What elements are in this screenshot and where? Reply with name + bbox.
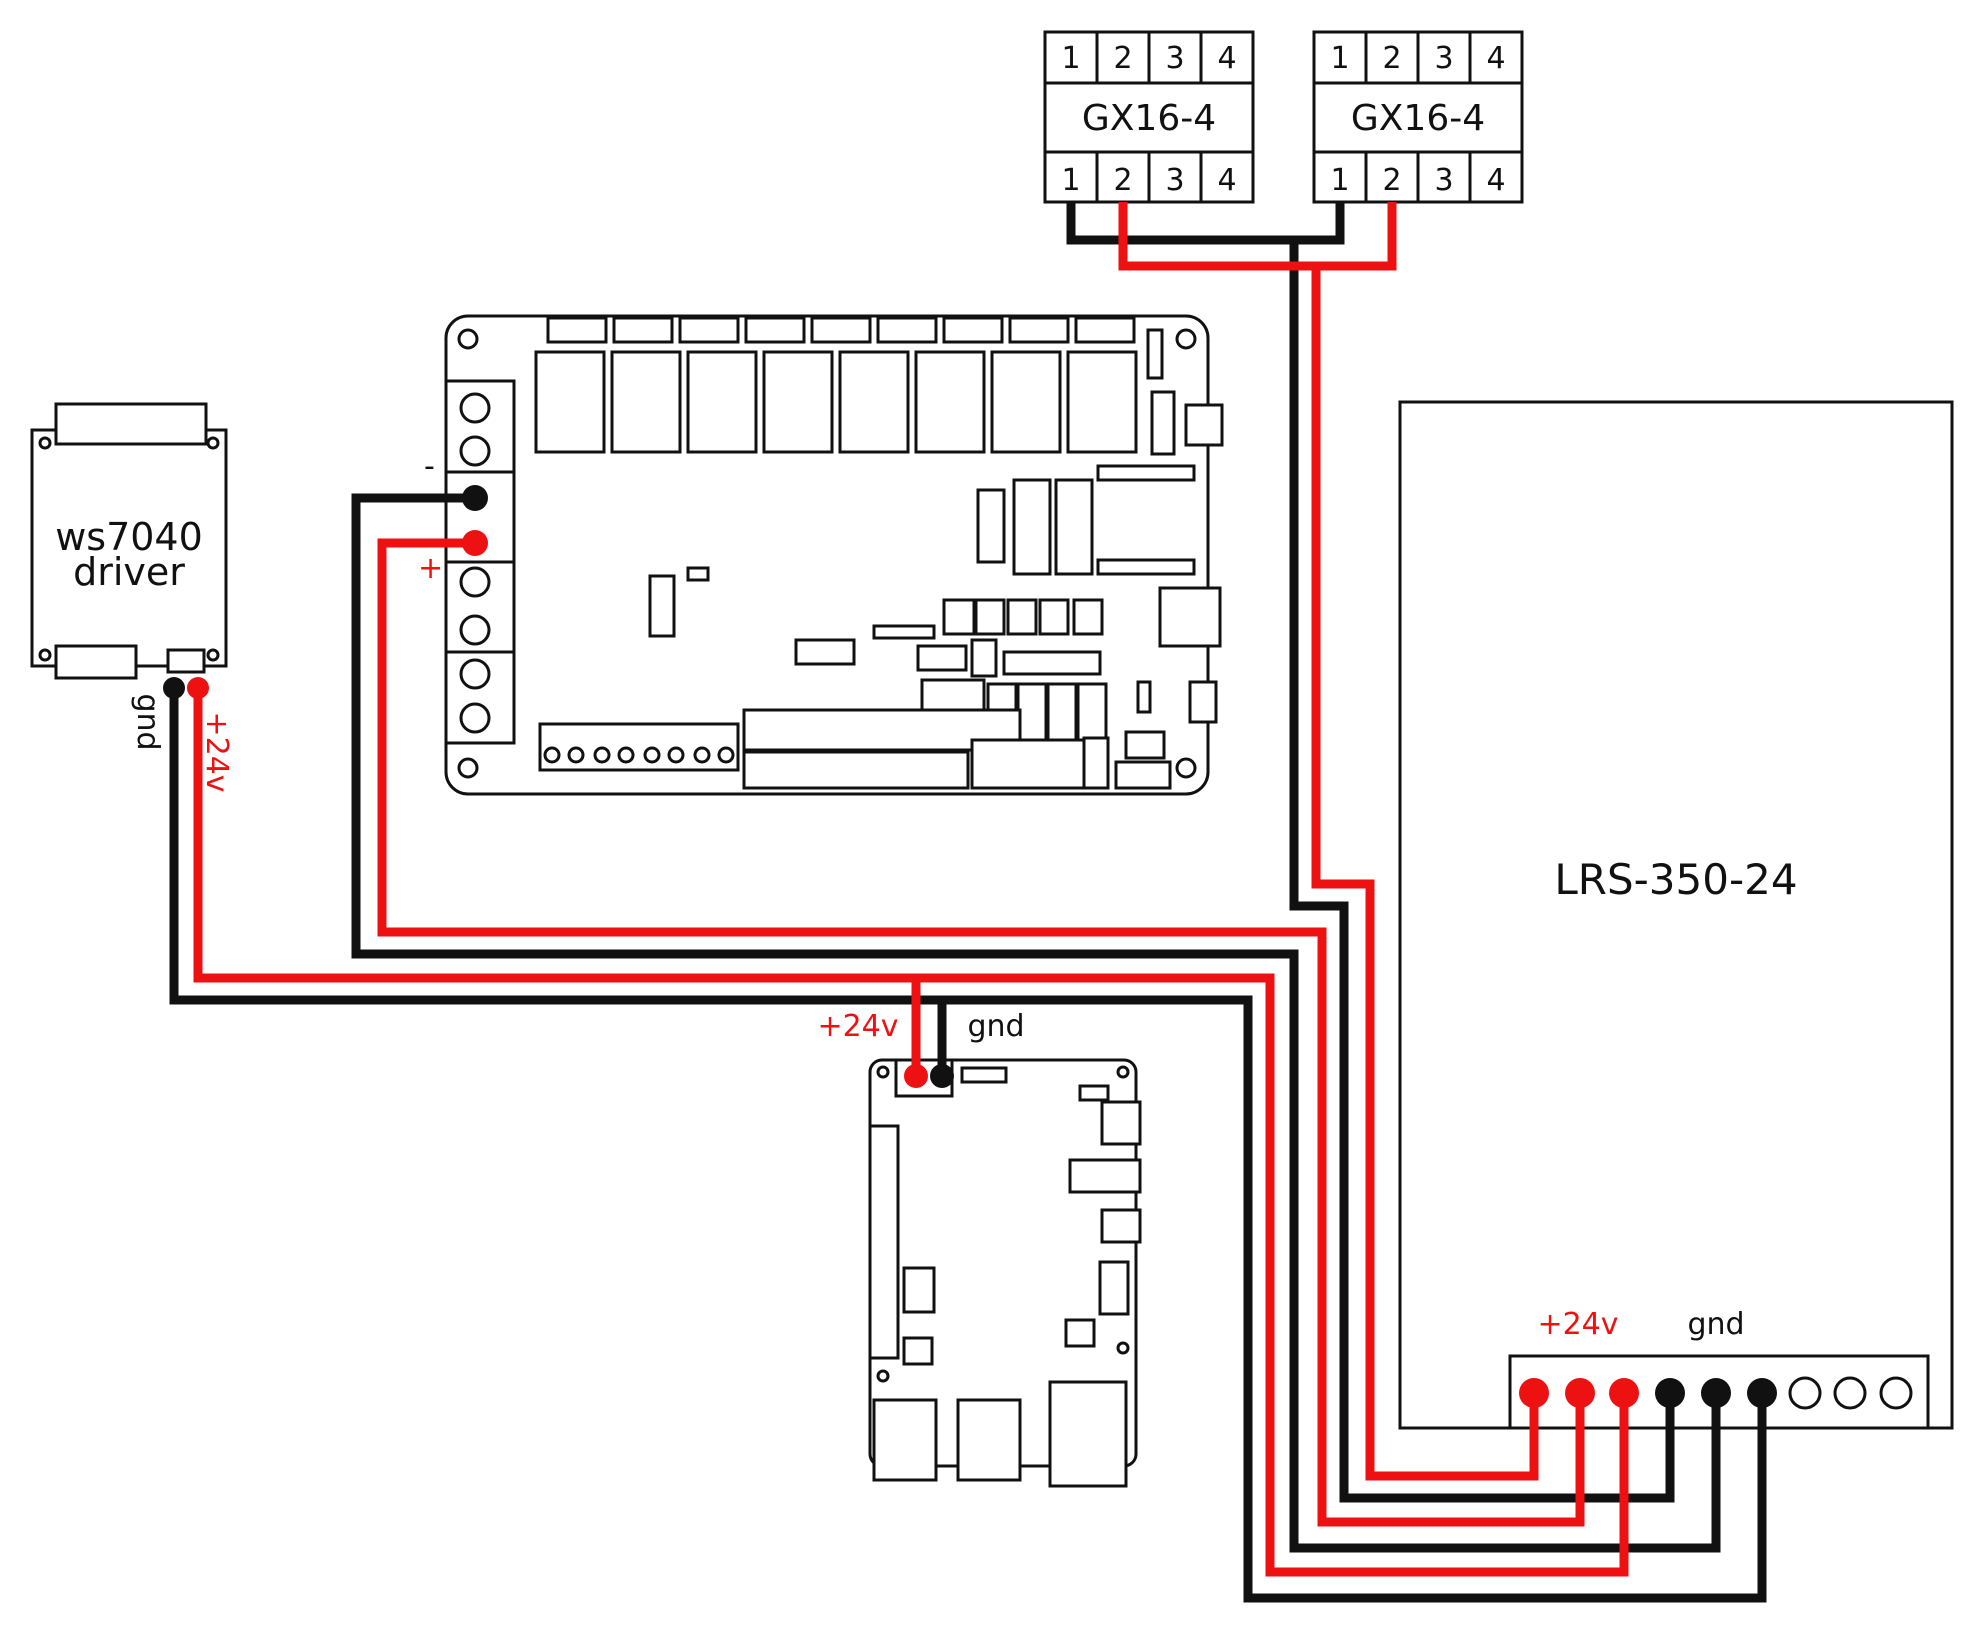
terminal-dots	[163, 485, 1777, 1408]
psu-24v-label: +24v	[1537, 1307, 1618, 1342]
gx2-top-pin-1: 1	[1330, 41, 1349, 76]
driver-gnd-label: gnd	[130, 693, 165, 750]
gx2-bottom-pin-1: 1	[1330, 163, 1349, 198]
gx16-connector-2	[1312, 30, 1524, 204]
gx2-title: GX16-4	[1351, 98, 1485, 139]
wire-controller-24v	[377, 538, 1585, 1527]
wire-gx-24v	[1118, 202, 1539, 1481]
wire-controller-gnd	[351, 493, 1721, 1553]
gx1-top-pin-1: 1	[1061, 41, 1080, 76]
driver-24v-label: +24v	[199, 711, 234, 792]
gx1-bottom-pin-1: 1	[1061, 163, 1080, 198]
gx1-top-pin-4: 4	[1217, 41, 1236, 76]
gx1-top-pin-3: 3	[1165, 41, 1184, 76]
wire-driver-24v	[193, 688, 1629, 1577]
gx1-bottom-pin-4: 4	[1217, 163, 1236, 198]
pi-gnd-label: gnd	[967, 1009, 1024, 1044]
controller-minus-label: -	[424, 449, 435, 484]
psu-gnd-label: gnd	[1687, 1307, 1744, 1342]
gx2-top-pin-3: 3	[1434, 41, 1453, 76]
gx2-top-pin-2: 2	[1382, 41, 1401, 76]
gx1-bottom-pin-2: 2	[1113, 163, 1132, 198]
controller-board	[444, 314, 1224, 796]
gx1-bottom-pin-3: 3	[1165, 163, 1184, 198]
gx2-top-pin-4: 4	[1486, 41, 1505, 76]
psu-title: LRS-350-24	[1554, 855, 1797, 904]
pi-board	[868, 1058, 1142, 1488]
pi-24v-label: +24v	[817, 1009, 898, 1044]
wire-gx-gnd	[1066, 202, 1675, 1503]
wire-driver-gnd	[169, 688, 1767, 1603]
driver-name-line1: ws7040	[55, 515, 203, 559]
gx1-title: GX16-4	[1082, 98, 1216, 139]
gx1-top-pin-2: 2	[1113, 41, 1132, 76]
gx16-connector-1	[1043, 30, 1255, 204]
psu	[1398, 400, 1954, 1430]
ws7040-driver	[30, 402, 228, 680]
gx2-bottom-pin-3: 3	[1434, 163, 1453, 198]
gx2-bottom-pin-2: 2	[1382, 163, 1401, 198]
driver-name-line2: driver	[73, 550, 185, 594]
controller-plus-label: +	[418, 551, 443, 586]
gx2-bottom-pin-4: 4	[1486, 163, 1505, 198]
